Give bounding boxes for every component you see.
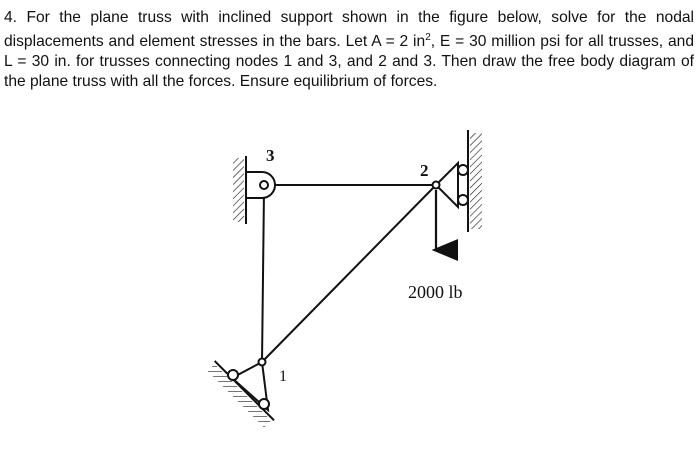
- node1-label: 1: [279, 368, 287, 385]
- member-3-1: [261, 189, 265, 363]
- problem-text-part-1: For the plane truss with inclined suppor…: [4, 9, 694, 51]
- node2-roller-support: [431, 130, 482, 232]
- load-label: 2000 lb: [408, 282, 463, 302]
- problem-number: 4.: [4, 9, 18, 26]
- node2-label: 2: [420, 161, 429, 180]
- member-1-2: [261, 184, 437, 363]
- problem-statement: 4. For the plane truss with inclined sup…: [4, 8, 694, 92]
- problem-text-part-2: , E = 30 million psi for all trusses, an…: [4, 33, 694, 91]
- node3-label: 3: [266, 146, 275, 165]
- node1-inclined-support: [207, 357, 275, 428]
- node3-pin-support: [233, 156, 276, 224]
- units-superscript: 2: [425, 32, 431, 43]
